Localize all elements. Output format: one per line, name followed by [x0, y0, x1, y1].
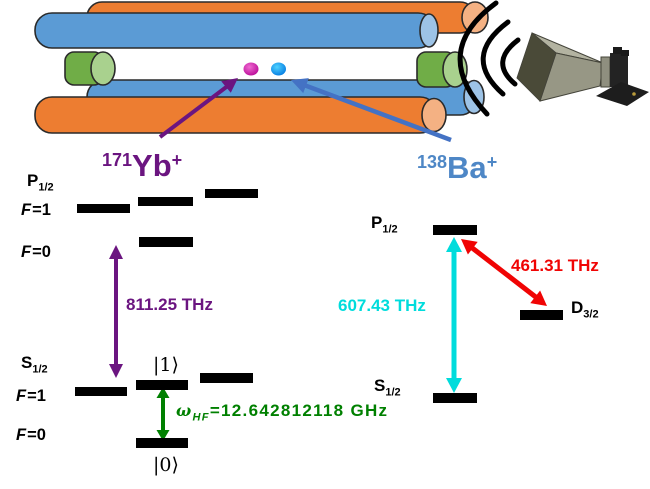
yb-optical-arrow — [109, 245, 123, 378]
ba-ion-label: 138Ba+ — [417, 150, 498, 185]
yb-p-f1-level-mid — [138, 197, 193, 206]
microwave-arcs — [457, 0, 521, 117]
endcap-electrode-left — [64, 51, 116, 86]
hyperfine-arrow — [156, 387, 170, 441]
hyperfine-frequency: ωHF=12.642812118 GHz — [176, 401, 389, 424]
ba-cooling-arrow — [446, 237, 462, 393]
yb-p-f1-level-left — [77, 204, 130, 213]
yb-s-f1-level-mid — [136, 380, 188, 390]
yb-p-term-label: P1/2 — [27, 171, 54, 194]
yb-s-f0-level — [136, 438, 188, 448]
ba-p-term-label: P1/2 — [371, 213, 398, 236]
ba-repump-frequency: 461.31 THz — [511, 256, 599, 275]
ba-cooling-frequency: 607.43 THz — [338, 296, 426, 315]
yb-s-f0-label: F=0 — [16, 426, 46, 444]
yb-optical-frequency: 811.25 THz — [126, 295, 213, 314]
ba-pointer-arrow — [291, 78, 452, 143]
ba-p-level — [433, 225, 477, 235]
rod-orange-bottom — [34, 96, 447, 134]
yb-s-term-label: S1/2 — [21, 353, 48, 376]
ba-ion — [271, 62, 286, 76]
yb-p-f1-level-right — [205, 189, 258, 198]
ba-d-level — [520, 310, 563, 320]
yb-s-f1-level-left — [75, 387, 127, 396]
yb-s-f1-label: F=1 — [16, 387, 46, 405]
yb-p-f1-label: F=1 — [21, 201, 51, 219]
ket-one-label: |1⟩ — [153, 354, 179, 376]
yb-ion-label: 171Yb+ — [102, 148, 183, 183]
ba-s-term-label: S1/2 — [374, 376, 401, 399]
yb-p-f0-label: F=0 — [21, 243, 51, 261]
yb-p-f0-level — [139, 237, 193, 247]
yb-pointer-arrow — [158, 78, 238, 139]
ion-trap — [34, 1, 489, 134]
yb-s-f1-level-right — [200, 373, 253, 383]
ba-d-term-label: D3/2 — [571, 298, 599, 321]
ba-s-level — [433, 393, 477, 403]
ba-repump-arrow — [461, 239, 547, 306]
rod-blue-top — [34, 12, 439, 49]
horn-antenna — [516, 32, 649, 106]
ket-zero-label: |0⟩ — [153, 454, 179, 476]
yb-ion — [243, 62, 259, 76]
